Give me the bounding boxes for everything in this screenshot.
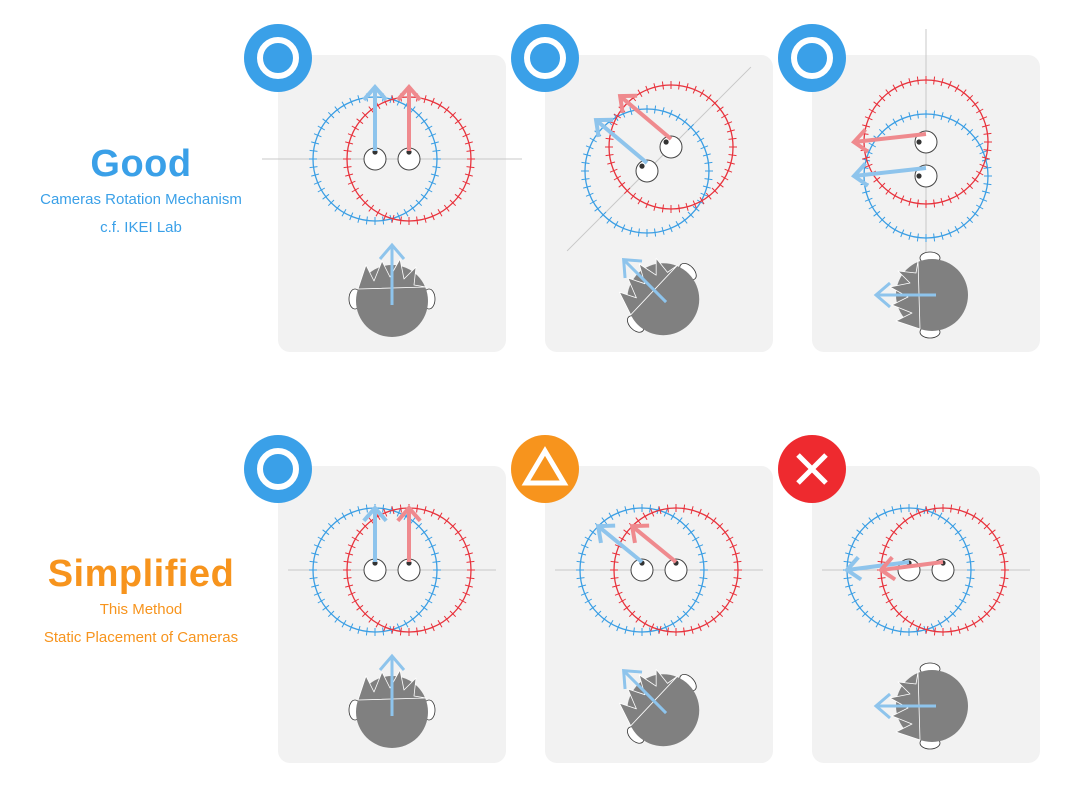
rotate-0-0-left-view-arrow-head (362, 83, 388, 102)
row0-panel1-circle-icon (524, 37, 566, 79)
static-1-2-viewer-head (873, 662, 968, 750)
rotate-0-2-right-view-arrow (853, 132, 927, 144)
diagram-simplified-side (822, 504, 1030, 750)
static-1-1-right-view-arrow-head (629, 523, 650, 544)
rotate-0-1-axis-line (566, 66, 752, 252)
facing-arrow (623, 259, 668, 304)
diagram-good-side (850, 29, 992, 339)
row0-panel1-badge-bg (511, 24, 579, 92)
rotate-0-2-right-camera-circle-ticks (860, 76, 992, 208)
rotate-0-1-right-view-arrow-head (617, 93, 638, 114)
simplified-title: Simplified (47, 553, 235, 595)
rotate-0-1-viewer-head (619, 257, 700, 336)
good-subtitle-line2: c.f. IKEI Lab (100, 219, 182, 236)
rotate-0-1-left-view-arrow-head (593, 117, 614, 138)
rotate-0-0-diagram-group (262, 83, 522, 337)
facing-arrow-head (378, 653, 406, 671)
static-1-1-right-camera-circle-ticks (610, 504, 742, 636)
rotate-0-1-right-pupil (663, 139, 669, 145)
facing-arrow-head (873, 281, 891, 309)
static-1-2-left-view-arrow-head (843, 555, 863, 582)
static-1-2-right-view-arrow (880, 560, 944, 572)
static-1-0-right-camera-circle-ticks (343, 504, 475, 636)
row1-panel2-cross-icon (796, 453, 828, 485)
panel-simplified-diagonal (545, 466, 773, 763)
static-1-0-viewer-head (348, 653, 436, 748)
facing-arrow-head (873, 692, 891, 720)
panel-simplified-front (278, 466, 506, 763)
diagram-good-diagonal (566, 66, 752, 336)
panel-good-diagonal (545, 55, 773, 352)
rotate-0-2-viewer-head (873, 251, 968, 339)
rotate-0-2-left-pupil (916, 173, 922, 179)
static-1-2-diagram-group (822, 504, 1030, 750)
row1-panel1-triangle-icon (521, 446, 569, 486)
static-1-1-viewer-head (619, 668, 700, 747)
static-1-0-diagram-group (288, 504, 496, 748)
rotate-0-1-diagram-group (566, 66, 752, 336)
simplified-subtitle-line1: This Method (99, 601, 183, 618)
row0-panel2-badge-bg (778, 24, 846, 92)
rotate-0-1-left-pupil (639, 163, 645, 169)
simplified-badge-circle-icon (244, 435, 312, 503)
row0-panel0-circle-icon (257, 37, 299, 79)
row1-panel0-badge-bg (244, 435, 312, 503)
static-1-0-right-view-arrow-head (396, 504, 422, 523)
simplified-subtitle-line2: Static Placement of Cameras (43, 629, 239, 646)
diagram-simplified-front (288, 504, 496, 748)
panel-simplified-side (812, 466, 1040, 763)
row1-panel1-badge-bg (511, 435, 579, 503)
simplified-badge-cross-icon (778, 435, 846, 503)
static-1-1-right-camera-lens (664, 558, 688, 582)
good-badge-circle-icon-3 (778, 24, 846, 92)
simplified-label-block: Simplified This Method Static Placement … (6, 552, 276, 652)
static-1-2-left-view-arrow (846, 560, 910, 572)
rotate-0-0-viewer-head (348, 242, 436, 337)
panel-good-side (812, 29, 1040, 352)
hair-spikes (619, 668, 678, 727)
static-1-1-left-view-arrow-head (595, 523, 616, 544)
hair-spikes (619, 257, 678, 316)
static-1-2-right-view-arrow-head (877, 555, 897, 582)
facing-arrow (623, 670, 668, 715)
rotate-0-1-left-view-arrow (594, 118, 649, 165)
row0-panel0-badge-bg (244, 24, 312, 92)
static-1-1-diagram-group (555, 504, 763, 747)
rotate-0-1-right-view-arrow (618, 94, 673, 141)
diagram-simplified-diagonal (555, 504, 763, 747)
rotate-0-0-right-view-arrow-head (396, 83, 422, 102)
facing-arrow-head (622, 258, 643, 279)
static-1-1-left-camera-lens (630, 558, 654, 582)
rotate-0-1-left-camera-lens (635, 159, 659, 183)
rotate-0-2-left-view-arrow-head (850, 162, 870, 188)
rotate-0-2-left-view-arrow (853, 166, 927, 178)
diagram-good-front (262, 83, 522, 337)
simplified-badge-triangle-icon (511, 435, 579, 503)
good-label-block: Good Cameras Rotation Mechanism c.f. IKE… (6, 142, 276, 242)
good-badge-circle-icon (244, 24, 312, 92)
good-title: Good (90, 143, 192, 185)
static-1-1-left-view-arrow (596, 524, 644, 564)
good-badge-circle-icon-2 (511, 24, 579, 92)
row0-panel2-circle-icon (791, 37, 833, 79)
rotate-0-2-right-view-arrow-head (850, 128, 870, 154)
facing-arrow-head (378, 242, 406, 260)
row1-panel0-circle-icon (257, 448, 299, 490)
rotate-0-2-diagram-group (850, 29, 992, 339)
good-subtitle-line1: Cameras Rotation Mechanism (40, 191, 242, 208)
rotate-0-2-right-pupil (916, 139, 922, 145)
rotate-0-1-right-camera-lens (659, 135, 683, 159)
panel-good-front (262, 55, 522, 352)
static-1-1-right-view-arrow (630, 524, 678, 564)
static-1-0-left-view-arrow-head (362, 504, 388, 523)
facing-arrow-head (622, 669, 643, 690)
static-1-2-right-camera-circle-ticks (877, 504, 1009, 636)
